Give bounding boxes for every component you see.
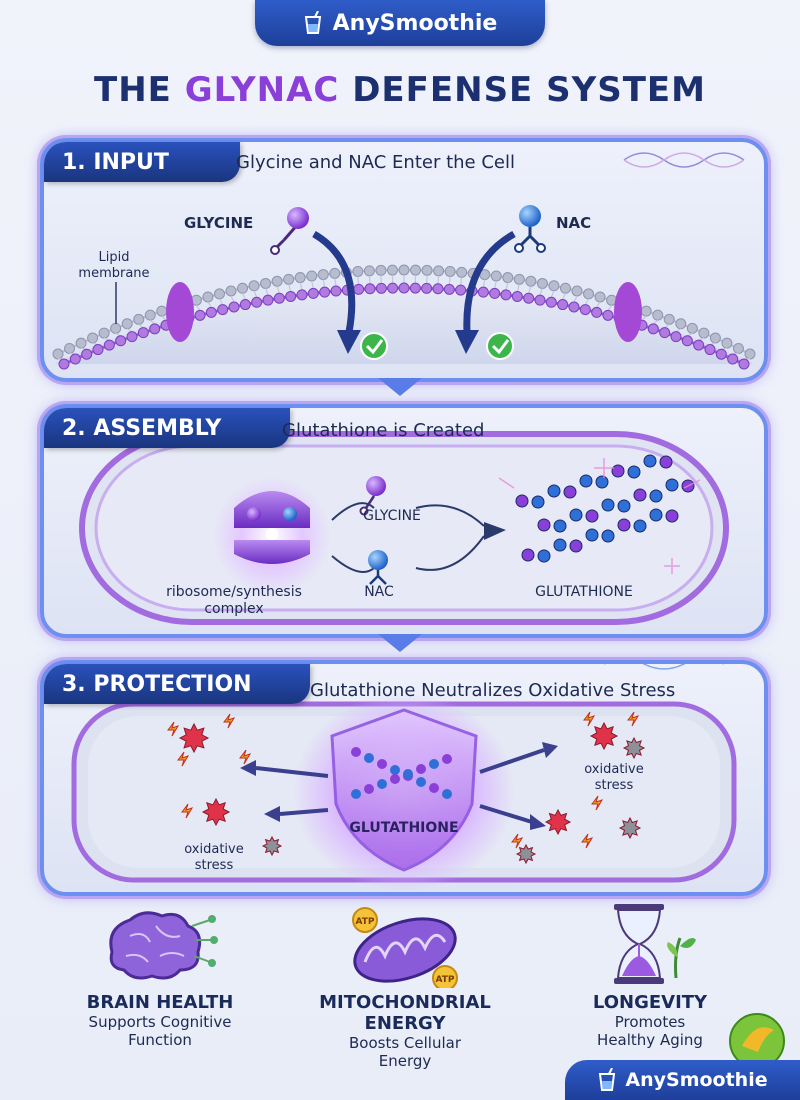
atp-badge bbox=[432, 965, 458, 988]
benefit-desc: Healthy Aging bbox=[597, 1031, 703, 1049]
channel-protein-right bbox=[614, 282, 642, 342]
assembly-illustration bbox=[79, 431, 729, 625]
label-glycine: GLYCINE bbox=[184, 214, 254, 232]
smoothie-cup-icon bbox=[599, 1068, 616, 1091]
hourglass-icon bbox=[614, 904, 696, 984]
benefit-heading: BRAIN HEALTH bbox=[86, 992, 234, 1013]
svg-text:ATP: ATP bbox=[435, 975, 454, 985]
title-suffix: DEFENSE SYSTEM bbox=[339, 70, 706, 110]
title-prefix: THE bbox=[94, 70, 185, 110]
panel-tag-assembly: 2. ASSEMBLY bbox=[44, 408, 290, 448]
benefit-desc: Energy bbox=[378, 1052, 432, 1070]
glycine-molecule-icon bbox=[366, 476, 386, 496]
check-icon-left bbox=[360, 332, 388, 360]
check-icon-right bbox=[486, 332, 514, 360]
brand-header: AnySmoothie bbox=[255, 0, 545, 46]
brand-name: AnySmoothie bbox=[625, 1069, 768, 1091]
panel-subtitle-protection: Glutathione Neutralizes Oxidative Stress bbox=[310, 680, 676, 701]
panel-connector-2 bbox=[378, 634, 422, 652]
brand-name: AnySmoothie bbox=[332, 10, 498, 36]
brand-footer: AnySmoothie bbox=[565, 1060, 800, 1100]
atp-badge bbox=[352, 907, 378, 933]
benefit-desc: Function bbox=[128, 1031, 192, 1049]
label-glutathione-assembly: GLUTATHIONE bbox=[535, 584, 633, 600]
membrane-illustration bbox=[52, 152, 756, 370]
page-title: THE GLYNAC DEFENSE SYSTEM bbox=[0, 70, 800, 110]
panel-subtitle-assembly: Glutathione is Created bbox=[282, 420, 485, 441]
panel-input: 1. INPUT Glycine and NAC Enter the Cell … bbox=[40, 138, 768, 382]
panel-tag-protection: 3. PROTECTION bbox=[44, 664, 310, 704]
benefit-desc: Boosts Cellular bbox=[349, 1034, 461, 1052]
benefit-heading: LONGEVITY bbox=[592, 992, 708, 1013]
title-highlight: GLYNAC bbox=[184, 70, 340, 110]
channel-protein-left bbox=[166, 282, 194, 342]
benefits-row: BRAIN HEALTH Supports Cognitive Function… bbox=[0, 900, 800, 1070]
protection-illustration bbox=[71, 664, 737, 892]
benefit-heading: MITOCHONDRIAL bbox=[319, 992, 491, 1013]
svg-text:ATP: ATP bbox=[355, 917, 374, 927]
label-nac: NAC bbox=[556, 214, 592, 232]
smoothie-cup-icon bbox=[304, 11, 321, 34]
nac-molecule-icon bbox=[368, 550, 388, 570]
shield-icon bbox=[330, 708, 478, 872]
label-nac-assembly: NAC bbox=[364, 584, 394, 600]
benefit-desc: Promotes bbox=[614, 1013, 686, 1031]
panel-protection: 3. PROTECTION Glutathione Neutralizes Ox… bbox=[40, 660, 768, 896]
nac-molecule-icon bbox=[519, 205, 541, 227]
brain-icon bbox=[109, 911, 218, 980]
mitochondria-icon: ATP ATP bbox=[352, 907, 458, 988]
label-glutathione-shield: GLUTATHIONE bbox=[349, 820, 459, 836]
panel-tag-input: 1. INPUT bbox=[44, 142, 240, 182]
benefit-brain-health: BRAIN HEALTH Supports Cognitive Function bbox=[40, 992, 280, 1049]
glycine-molecule-icon bbox=[287, 207, 309, 229]
benefit-mitochondrial-energy: MITOCHONDRIAL ENERGY Boosts Cellular Ene… bbox=[280, 992, 530, 1070]
panel-subtitle-input: Glycine and NAC Enter the Cell bbox=[236, 152, 515, 173]
panel-connector-1 bbox=[378, 378, 422, 396]
panel-assembly: 2. ASSEMBLY Glutathione is Created ribos… bbox=[40, 404, 768, 638]
benefit-heading: ENERGY bbox=[364, 1013, 446, 1034]
label-glycine-assembly: GLYCINE bbox=[363, 508, 421, 524]
benefit-longevity: LONGEVITY Promotes Healthy Aging bbox=[540, 992, 760, 1049]
glutathione-chains bbox=[515, 454, 695, 563]
benefit-desc: Supports Cognitive bbox=[88, 1013, 232, 1031]
